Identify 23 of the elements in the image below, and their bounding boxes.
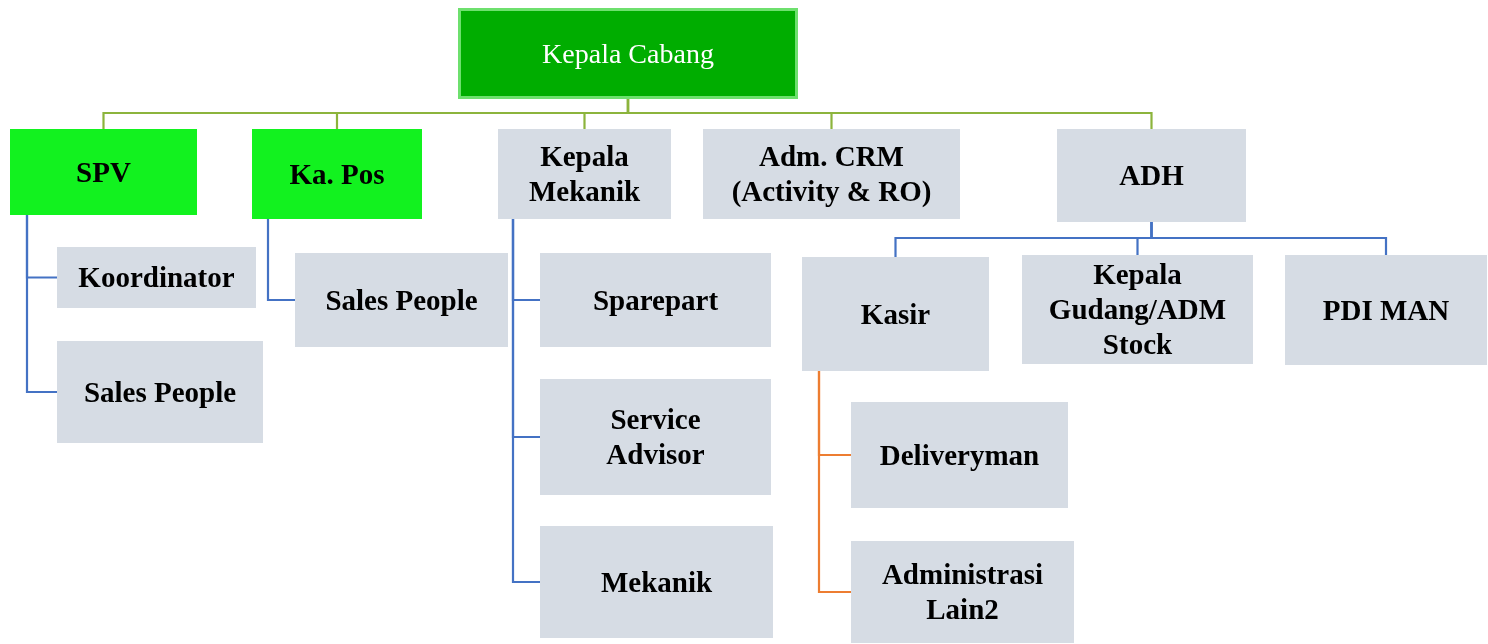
position-box: Kepala Gudang/ADM Stock: [1022, 255, 1253, 364]
position-box: Service Advisor: [540, 379, 771, 495]
position-box: Ka. Pos: [252, 129, 422, 219]
position-box: PDI MAN: [1285, 255, 1487, 365]
connector-line: [1150, 222, 1388, 255]
position-box: ADH: [1057, 129, 1246, 222]
position-box: Kepala Mekanik: [498, 129, 671, 219]
position-box: Mekanik: [540, 526, 773, 638]
connector-line: [511, 219, 540, 584]
connector-line: [626, 99, 1153, 129]
title-box: Kepala Cabang: [458, 8, 798, 99]
position-box: Sales People: [295, 253, 508, 347]
position-box: Koordinator: [57, 247, 256, 308]
position-box: Sales People: [57, 341, 263, 443]
connector-line: [266, 219, 295, 302]
position-box: Kasir: [802, 257, 989, 371]
position-box: SPV: [10, 129, 197, 215]
position-box: Administrasi Lain2: [851, 541, 1074, 643]
connector-line: [817, 371, 851, 594]
position-box: Deliveryman: [851, 402, 1068, 508]
connector-line: [25, 215, 57, 394]
position-box: Sparepart: [540, 253, 771, 347]
position-box: Adm. CRM (Activity & RO): [703, 129, 960, 219]
